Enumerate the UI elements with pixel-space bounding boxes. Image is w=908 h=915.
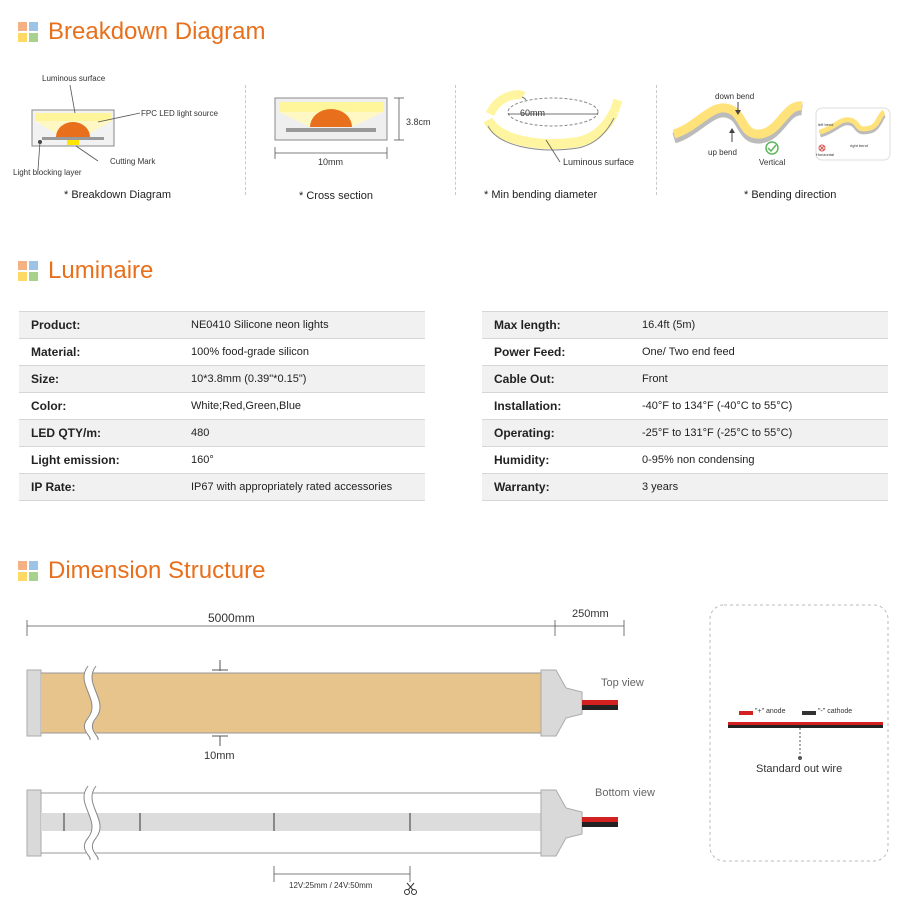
panel-divider: [245, 85, 246, 195]
spec-key: Operating:: [482, 419, 642, 447]
spec-row: Max length:16.4ft (5m): [482, 311, 888, 339]
spec-key: Cable Out:: [482, 365, 642, 393]
scissors-icon: [404, 882, 417, 895]
section-title-text: Breakdown Diagram: [48, 18, 266, 45]
spec-key: IP Rate:: [19, 473, 191, 501]
breakdown-section-title: Breakdown Diagram: [18, 18, 265, 46]
breakdown-caption: * Breakdown Diagram: [64, 189, 171, 201]
down-bend-label: down bend: [715, 92, 755, 101]
spec-value: One/ Two end feed: [642, 338, 888, 366]
bending-diameter-drawing: [483, 90, 623, 163]
section-logo-icon: [18, 261, 38, 281]
cutting-mark-label: Cutting Mark: [110, 157, 156, 166]
cable-dim-label: 250mm: [572, 608, 609, 620]
right-bend-label: right bend: [850, 143, 868, 148]
spec-value: Front: [642, 365, 888, 393]
spec-value: White;Red,Green,Blue: [191, 392, 425, 420]
spec-value: 480: [191, 419, 425, 447]
spec-row: Cable Out:Front: [482, 365, 888, 393]
diameter-label: 60mm: [520, 108, 546, 118]
spec-row: Product:NE0410 Silicone neon lights: [19, 311, 425, 339]
min-bending-caption: * Min bending diameter: [484, 189, 598, 201]
cross-width-label: 10mm: [318, 157, 344, 167]
spec-value: 100% food-grade silicon: [191, 338, 425, 366]
dimension-drawing: [26, 604, 889, 895]
spec-key: Max length:: [482, 311, 642, 339]
spec-key: LED QTY/m:: [19, 419, 191, 447]
spec-row: Installation:-40°F to 134°F (-40°C to 55…: [482, 392, 888, 420]
spec-row: Material:100% food-grade silicon: [19, 338, 425, 366]
spec-row: LED QTY/m:480: [19, 419, 425, 447]
cross-section-caption: * Cross section: [299, 190, 373, 202]
spec-key: Material:: [19, 338, 191, 366]
spec-key: Light emission:: [19, 446, 191, 474]
spec-value: 160°: [191, 446, 425, 474]
spec-value: NE0410 Silicone neon lights: [191, 311, 425, 339]
fpc-label: FPC LED light source: [141, 109, 218, 118]
spec-key: Humidity:: [482, 446, 642, 474]
standard-out-wire-label: Standard out wire: [756, 763, 843, 775]
luminous-surface-label: Luminous surface: [42, 74, 106, 83]
breakdown-diagram-drawing: [31, 84, 141, 171]
spec-row: Humidity:0-95% non condensing: [482, 446, 888, 474]
spec-key: Installation:: [482, 392, 642, 420]
section-logo-icon: [18, 22, 38, 42]
spec-row: Size:10*3.8mm (0.39"*0.15"): [19, 365, 425, 393]
spec-key: Color:: [19, 392, 191, 420]
spec-row: IP Rate:IP67 with appropriately rated ac…: [19, 473, 425, 501]
spec-value: 0-95% non condensing: [642, 446, 888, 474]
panel-divider: [656, 85, 657, 195]
cross-height-label: 3.8cm: [406, 117, 431, 127]
up-bend-label: up bend: [708, 148, 737, 157]
anode-label: "+" anode: [755, 708, 786, 715]
vertical-label: Vertical: [759, 158, 786, 167]
spec-key: Warranty:: [482, 473, 642, 501]
spec-row: Color:White;Red,Green,Blue: [19, 392, 425, 420]
bending-direction-drawing: [672, 101, 891, 161]
horizontal-label: Horizontal: [816, 152, 835, 157]
spec-row: Power Feed:One/ Two end feed: [482, 338, 888, 366]
spec-key: Power Feed:: [482, 338, 642, 366]
spec-key: Product:: [19, 311, 191, 339]
panel-divider: [455, 85, 456, 195]
spec-row: Operating:-25°F to 131°F (-25°C to 55°C): [482, 419, 888, 447]
length-dim-label: 5000mm: [208, 611, 255, 625]
bottom-view-label: Bottom view: [595, 787, 655, 799]
left-bend-label: left bend: [818, 122, 834, 127]
spec-value: 16.4ft (5m): [642, 311, 888, 339]
spec-value: -25°F to 131°F (-25°C to 55°C): [642, 419, 888, 447]
luminaire-section-title: Luminaire: [18, 257, 153, 285]
spec-row: Warranty:3 years: [482, 473, 888, 501]
light-blocking-label: Light blocking layer: [13, 168, 82, 177]
section-title-text: Dimension Structure: [48, 557, 266, 584]
bending-direction-caption: * Bending direction: [744, 189, 837, 201]
cut-length-label: 12V:25mm / 24V:50mm: [289, 881, 373, 890]
dimension-section-title: Dimension Structure: [18, 557, 265, 585]
spec-value: 3 years: [642, 473, 888, 501]
top-view-label: Top view: [601, 677, 644, 689]
spec-value: -40°F to 134°F (-40°C to 55°C): [642, 392, 888, 420]
spec-table-right: Max length:16.4ft (5m)Power Feed:One/ Tw…: [482, 311, 888, 501]
cross-section-drawing: [274, 97, 404, 159]
panel3-luminous-label: Luminous surface: [563, 157, 635, 167]
spec-value: IP67 with appropriately rated accessorie…: [191, 473, 425, 501]
width-dim-label: 10mm: [204, 750, 235, 762]
section-title-text: Luminaire: [48, 257, 154, 284]
spec-value: 10*3.8mm (0.39"*0.15"): [191, 365, 425, 393]
spec-key: Size:: [19, 365, 191, 393]
spec-row: Light emission:160°: [19, 446, 425, 474]
cathode-label: "-" cathode: [818, 708, 853, 715]
section-logo-icon: [18, 561, 38, 581]
